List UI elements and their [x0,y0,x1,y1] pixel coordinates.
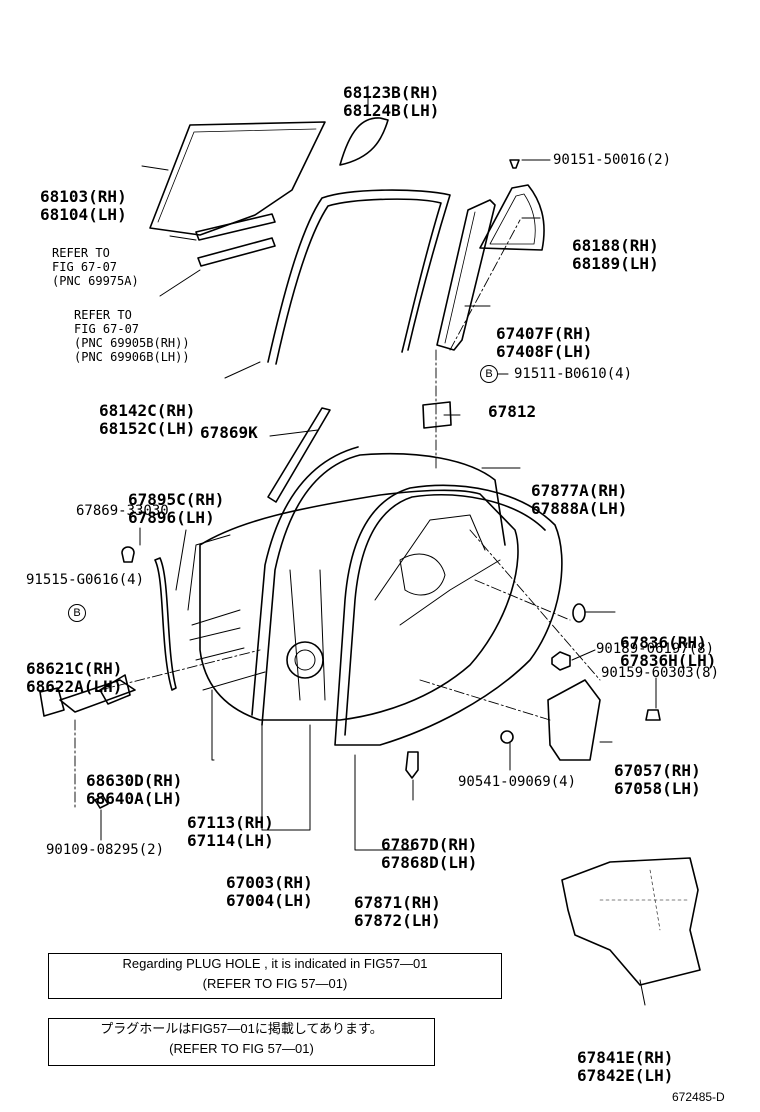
weatherstrip-strip [267,407,331,503]
part-68103: 68103(RH)68104(LH) [40,187,127,224]
division-bar [436,199,496,351]
door-check [59,679,136,713]
door-frame [261,452,506,726]
pad [422,401,452,429]
part-67407f: 67407F(RH)67408F(LH) [496,324,593,361]
door-panel [199,489,519,721]
part-68123b: 68123B(RH)68124B(LH) [343,83,440,120]
quarter-glass [339,117,389,166]
run-channel [267,189,451,363]
part-68621c: 68621C(RH)68622A(LH) [26,659,123,696]
part-90109: 90109-08295(2) [46,842,165,858]
plug-hole-note-english: Regarding PLUG HOLE , it is indicated in… [48,953,502,999]
part-91515: 91515-G0616(4) [26,572,145,588]
part-68188: 68188(RH)68189(LH) [572,236,659,273]
part-90151: 90151-50016(2) [553,152,672,168]
lower-sash [154,557,177,691]
part-68142c: 68142C(RH)68152C(LH) [99,401,196,438]
part-67895c: 67895C(RH)67896(LH) [128,490,225,527]
bracket [547,679,601,761]
part-67836: 67836(RH)67836H(LH) [620,633,717,670]
figure-id: 672485-D [672,1090,725,1104]
plug-hole-note-japanese: プラグホールはFIG57—01に掲載してあります。(REFER TO FIG 5… [48,1018,435,1066]
part-90159: 90159-60303(8) [601,665,720,681]
quarter-window-glass [479,184,545,251]
part-67867d: 67867D(RH)67868D(LH) [381,835,478,872]
glass-channel-lower [197,237,276,267]
part-90189: 90189-06197(8) [596,641,715,657]
door-weatherstrip [334,484,563,746]
part-67841e: 67841E(RH)67842E(LH) [577,1048,674,1085]
door-glass [149,121,326,236]
part-90541: 90541-09069(4) [458,774,577,790]
part-67877a: 67877A(RH)67888A(LH) [531,481,628,518]
service-hole-cover [561,857,701,986]
part-67871: 67871(RH)67872(LH) [354,893,441,930]
part-67057: 67057(RH)67058(LH) [614,761,701,798]
part-67869k: 67869K [200,423,258,442]
ref-marker-b: B [480,365,498,383]
ref-marker-b-2: B [68,604,86,622]
part-91511: 91511-B0610(4) [514,366,633,382]
glass-channel-upper [195,213,276,241]
part-67003: 67003(RH)67004(LH) [226,873,313,910]
part-68630d: 68630D(RH)68640A(LH) [86,771,183,808]
speaker-hole [286,641,324,679]
part-67113: 67113(RH)67114(LH) [187,813,274,850]
part-67869-33030: 67869-33030 [76,503,169,519]
part-67812: 67812 [488,402,537,421]
